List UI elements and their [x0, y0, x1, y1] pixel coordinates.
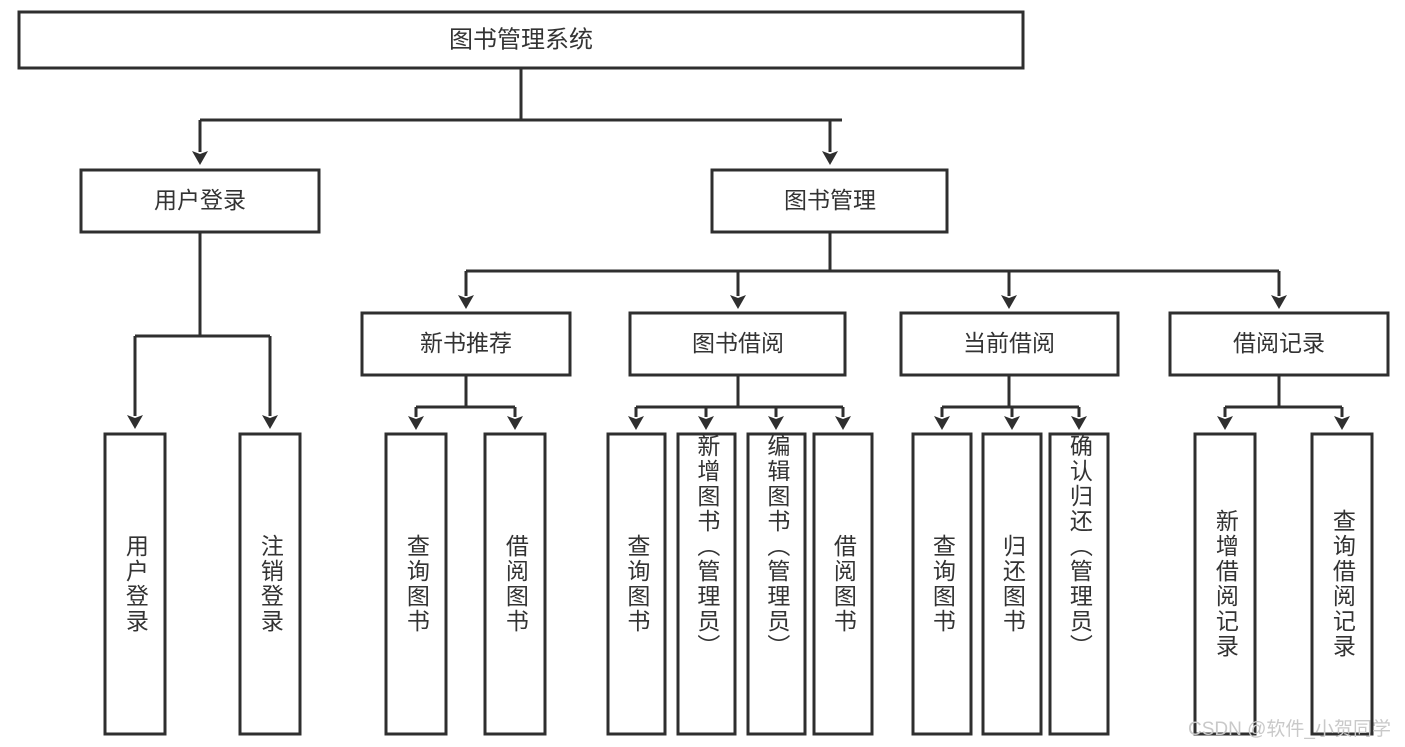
node-book-management-label: 图书管理 — [784, 187, 876, 213]
node-book-borrow[interactable]: 图书借阅 — [628, 311, 847, 377]
node-borrow-record[interactable]: 借阅记录 — [1168, 311, 1390, 377]
node-borrow-record-label: 借阅记录 — [1233, 330, 1325, 356]
node-user-login[interactable]: 用户登录 — [79, 168, 321, 234]
leaf-box-edit-book-admin[interactable] — [746, 432, 807, 736]
node-current-borrow-label: 当前借阅 — [963, 330, 1055, 356]
node-root[interactable]: 图书管理系统 — [17, 10, 1025, 70]
connector-current-to-leaves — [934, 375, 1087, 430]
leaf-box-query-book-borrow[interactable] — [606, 432, 667, 736]
leaf-box-add-book-admin[interactable] — [676, 432, 737, 736]
leaf-box-logout-login[interactable] — [238, 432, 302, 736]
leaf-box-confirm-return-admin[interactable] — [1048, 432, 1110, 736]
leaf-box-borrow-book[interactable] — [812, 432, 874, 736]
leaf-box-query-book-recommend[interactable] — [384, 432, 448, 736]
csdn-watermark: CSDN @软件_小贺同学 — [1188, 719, 1391, 740]
connector-recommend-to-leaves — [408, 375, 523, 430]
node-current-borrow[interactable]: 当前借阅 — [899, 311, 1120, 377]
node-user-login-label: 用户登录 — [154, 187, 246, 213]
connector-borrow-to-leaves — [628, 375, 851, 430]
leaf-box-borrow-book-recommend[interactable] — [483, 432, 547, 736]
node-new-book-recommend[interactable]: 新书推荐 — [360, 311, 572, 377]
leaf-box-query-borrow-record[interactable] — [1310, 432, 1374, 736]
node-book-management[interactable]: 图书管理 — [710, 168, 949, 234]
connector-record-to-leaves — [1217, 375, 1350, 430]
leaf-boxes — [103, 432, 1374, 736]
connector-bookmgmt-to-level3 — [458, 232, 1287, 309]
leaf-box-query-book-current[interactable] — [911, 432, 973, 736]
leaf-box-user-login[interactable] — [103, 432, 167, 736]
connector-userlogin-to-leaves — [127, 232, 278, 429]
node-new-book-recommend-label: 新书推荐 — [420, 330, 512, 356]
node-root-label: 图书管理系统 — [449, 26, 593, 53]
connector-root-to-level2 — [192, 68, 842, 165]
leaf-box-add-borrow-record[interactable] — [1193, 432, 1257, 736]
leaf-box-return-book[interactable] — [981, 432, 1043, 736]
node-book-borrow-label: 图书借阅 — [692, 330, 784, 356]
